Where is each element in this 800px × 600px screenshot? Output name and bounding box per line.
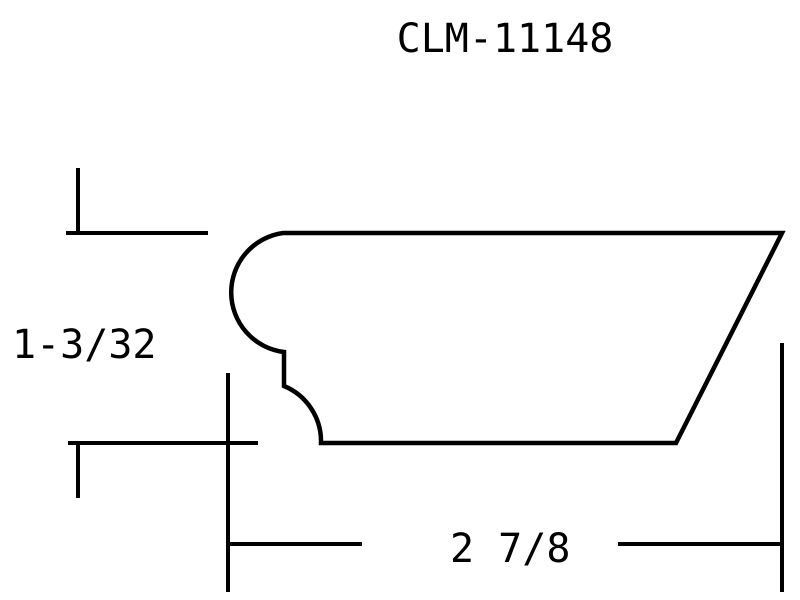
molding-profile-outline bbox=[229, 230, 786, 446]
height-dimension-label: 1-3/32 bbox=[12, 322, 157, 368]
width-dimension-label: 2 7/8 bbox=[450, 526, 570, 572]
part-number-title: CLM-11148 bbox=[397, 16, 614, 62]
